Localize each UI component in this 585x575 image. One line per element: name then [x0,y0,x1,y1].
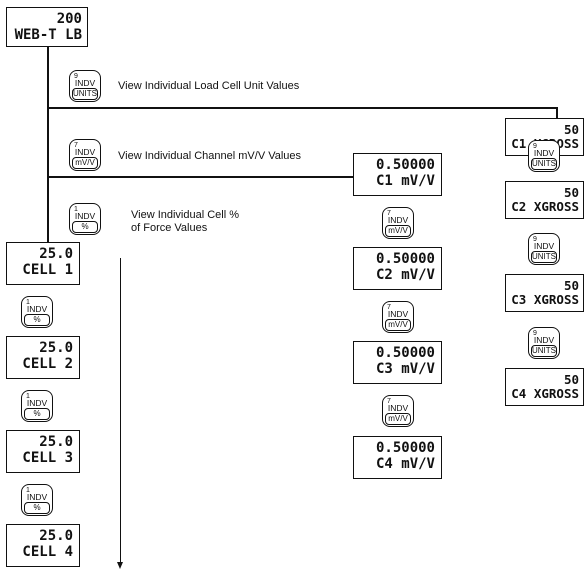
cell-percent-label: CELL 1 [22,262,73,279]
key-number: 1 [26,487,30,494]
key-number: 9 [74,73,78,80]
key-number: 7 [74,142,78,149]
key-label: INDV [26,304,48,314]
cell-percent-value: 25.0 [39,528,73,544]
pct-arrow-line [120,258,122,564]
key-sublabel: % [24,502,50,514]
key-sublabel: mV/V [385,413,411,425]
indv-mvv-key[interactable]: 7 INDV mV/V [382,395,414,427]
key-label: INDV [387,309,409,319]
key-number: 9 [533,330,537,337]
key-label: INDV [26,398,48,408]
key-sublabel: UNITS [531,345,557,357]
channel-mvv-display: 0.50000 C1 mV/V [353,153,442,196]
top-display: 200 WEB-T LB [6,7,88,47]
key-label: INDV [74,78,96,88]
key-sublabel: % [72,221,98,233]
units-branch-line [47,107,557,109]
key-label: INDV [387,215,409,225]
channel-mvv-value: 0.50000 [375,345,435,361]
key-label: INDV [74,211,96,221]
channel-mvv-display: 0.50000 C2 mV/V [353,247,442,290]
key-sublabel: UNITS [531,158,557,170]
cell-percent-label: CELL 4 [22,544,73,561]
cell-units-value: 50 [563,122,579,137]
key-number: 7 [387,304,391,311]
indv-mvv-key[interactable]: 7 INDV mV/V [69,139,101,171]
mvv-branch-label: View Individual Channel mV/V Values [118,150,302,162]
cell-units-display: 50 C4 XGROSS [505,368,584,406]
channel-mvv-display: 0.50000 C3 mV/V [353,341,442,384]
key-number: 1 [26,299,30,306]
cell-percent-display: 25.0 CELL 2 [6,336,80,379]
indv-pct-key[interactable]: 1 INDV % [21,390,53,422]
channel-mvv-label: C4 mV/V [375,456,435,473]
indv-mvv-key[interactable]: 7 INDV mV/V [382,301,414,333]
indv-units-key[interactable]: 9 INDV UNITS [528,140,560,172]
key-sublabel: UNITS [531,251,557,263]
key-number: 7 [387,398,391,405]
indv-pct-key[interactable]: 1 INDV % [21,484,53,516]
key-sublabel: % [24,314,50,326]
cell-units-display: 50 C2 XGROSS [505,181,584,219]
key-label: INDV [533,241,555,251]
key-number: 1 [74,206,78,213]
key-sublabel: mV/V [72,157,98,169]
mvv-branch-line [47,176,402,178]
key-sublabel: mV/V [385,225,411,237]
channel-mvv-value: 0.50000 [375,440,435,456]
top-display-label: WEB-T LB [14,27,82,44]
key-sublabel: UNITS [72,88,98,100]
cell-units-value: 50 [563,372,579,387]
channel-mvv-value: 0.50000 [375,251,435,267]
key-sublabel: % [24,408,50,420]
pct-branch-label-line1: View Individual Cell % [131,209,240,221]
indv-pct-key[interactable]: 1 INDV % [21,296,53,328]
indv-pct-key[interactable]: 1 INDV % [69,203,101,235]
key-label: INDV [387,403,409,413]
channel-mvv-label: C2 mV/V [375,267,435,284]
key-number: 9 [533,143,537,150]
channel-mvv-display: 0.50000 C4 mV/V [353,436,442,479]
indv-units-key[interactable]: 9 INDV UNITS [528,327,560,359]
channel-mvv-label: C3 mV/V [375,361,435,378]
cell-units-label: C2 XGROSS [511,199,579,215]
cell-percent-display: 25.0 CELL 1 [6,242,80,285]
top-display-value: 200 [56,11,82,27]
key-number: 9 [533,236,537,243]
units-branch-label: View Individual Load Cell Unit Values [118,80,300,92]
pct-branch-label-line2: of Force Values [131,222,208,234]
channel-mvv-value: 0.50000 [375,157,435,173]
cell-units-display: 50 C3 XGROSS [505,274,584,312]
key-label: INDV [74,147,96,157]
cell-percent-label: CELL 3 [22,450,73,467]
cell-percent-value: 25.0 [39,340,73,356]
indv-mvv-key[interactable]: 7 INDV mV/V [382,207,414,239]
channel-mvv-label: C1 mV/V [375,173,435,190]
cell-percent-display: 25.0 CELL 3 [6,430,80,473]
indv-units-key[interactable]: 9 INDV UNITS [69,70,101,102]
main-vertical-line [47,46,49,243]
key-sublabel: mV/V [385,319,411,331]
indv-units-key[interactable]: 9 INDV UNITS [528,233,560,265]
cell-units-value: 50 [563,185,579,200]
cell-units-value: 50 [563,278,579,293]
cell-percent-value: 25.0 [39,246,73,262]
cell-units-label: C3 XGROSS [511,292,579,308]
key-label: INDV [26,492,48,502]
cell-percent-value: 25.0 [39,434,73,450]
cell-units-label: C4 XGROSS [511,386,579,402]
down-arrow-icon [117,562,123,569]
key-number: 7 [387,210,391,217]
cell-percent-display: 25.0 CELL 4 [6,524,80,567]
key-number: 1 [26,393,30,400]
key-label: INDV [533,148,555,158]
cell-percent-label: CELL 2 [22,356,73,373]
units-drop-line [556,107,558,119]
key-label: INDV [533,335,555,345]
